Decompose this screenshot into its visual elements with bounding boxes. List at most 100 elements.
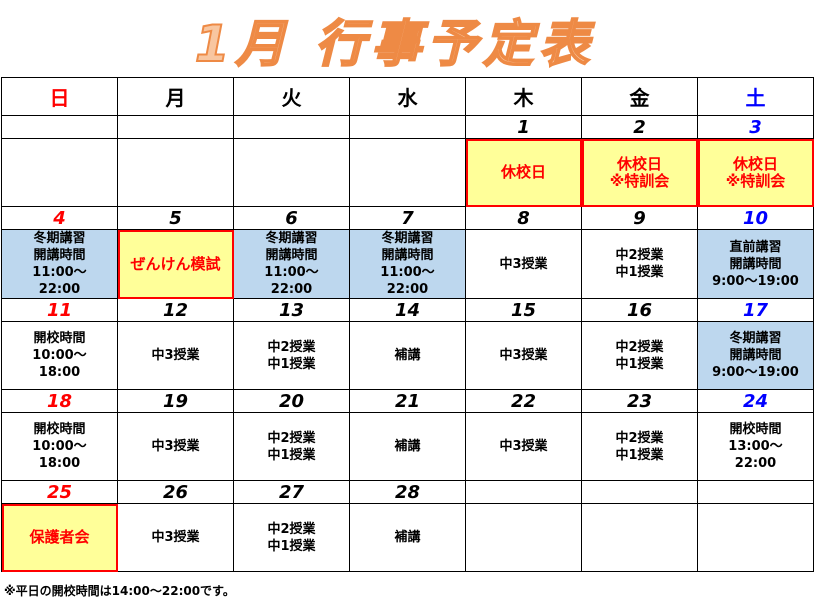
- event-text: 冬期講習 開講時間 11:00～ 22:00: [32, 231, 87, 297]
- date-number: 2: [581, 115, 698, 139]
- event-text: ぜんけん模試: [130, 254, 221, 273]
- date-number: 8: [465, 206, 582, 230]
- date-number: 4: [1, 206, 118, 230]
- date-number: 22: [465, 389, 582, 413]
- weekday-header: 土: [697, 77, 814, 116]
- weekday-header: 月: [117, 77, 234, 116]
- date-number: [117, 115, 234, 139]
- date-number: 5: [117, 206, 234, 230]
- date-number: 10: [697, 206, 814, 230]
- event-text: 開校時間 10:00～ 18:00: [32, 331, 87, 380]
- event-text: 中3授業: [151, 530, 200, 545]
- event-cell: 冬期講習 開講時間 11:00～ 22:00: [1, 229, 118, 299]
- event-text: 開校時間 13:00～ 22:00: [728, 422, 783, 471]
- event-cell: 中3授業: [117, 503, 234, 572]
- date-number: 17: [697, 298, 814, 322]
- date-number: 14: [349, 298, 466, 322]
- event-cell: [117, 138, 234, 207]
- event-text: 中2授業 中1授業: [615, 248, 664, 280]
- event-cell: [581, 503, 698, 572]
- date-number: 11: [1, 298, 118, 322]
- date-number: 23: [581, 389, 698, 413]
- event-cell: 保護者会: [1, 503, 118, 572]
- event-text: 休校日: [500, 163, 546, 181]
- date-number: 27: [233, 480, 350, 504]
- event-row: 開校時間 10:00～ 18:00 中3授業 中2授業 中1授業 補講 中3授業 中2授業…: [1, 412, 814, 481]
- date-number: 1: [465, 115, 582, 139]
- event-cell: 中2授業 中1授業: [233, 412, 350, 481]
- event-cell: [233, 138, 350, 207]
- event-cell: 中3授業: [465, 412, 582, 481]
- event-text: 中2授業 中1授業: [615, 430, 664, 463]
- event-cell: 休校日 ※特訓会: [581, 138, 698, 207]
- event-cell: 冬期講習 開講時間 11:00～ 22:00: [349, 229, 466, 299]
- event-text: 補講: [394, 530, 421, 545]
- event-cell: 冬期講習 開講時間 9:00～19:00: [697, 321, 814, 390]
- date-number: 24: [697, 389, 814, 413]
- date-number: 3: [697, 115, 814, 139]
- event-row: 保護者会 中3授業 中2授業 中1授業 補講: [1, 503, 814, 572]
- date-number: 25: [1, 480, 118, 504]
- event-cell: 開校時間 10:00～ 18:00: [1, 321, 118, 390]
- date-number: 28: [349, 480, 466, 504]
- date-number: 9: [581, 206, 698, 230]
- event-text: 中3授業: [499, 256, 548, 272]
- event-text: 中3授業: [151, 348, 200, 363]
- event-text: 中3授業: [499, 348, 548, 363]
- event-row: 開校時間 10:00～ 18:00 中3授業 中2授業 中1授業 補講 中3授業 中2授業…: [1, 321, 814, 390]
- date-number: 7: [349, 206, 466, 230]
- event-cell: 休校日 ※特訓会: [697, 138, 814, 207]
- date-number: 6: [233, 206, 350, 230]
- event-cell: 中3授業: [465, 229, 582, 299]
- weekday-header: 木: [465, 77, 582, 116]
- date-number: 13: [233, 298, 350, 322]
- date-number: 16: [581, 298, 698, 322]
- event-cell: 中3授業: [117, 412, 234, 481]
- event-row: 休校日 休校日 ※特訓会休校日 ※特訓会: [1, 138, 814, 207]
- event-text: 冬期講習 開講時間 11:00～ 22:00: [380, 231, 435, 297]
- weekday-header: 日: [1, 77, 118, 116]
- event-cell: [1, 138, 118, 207]
- event-cell: 開校時間 10:00～ 18:00: [1, 412, 118, 481]
- event-text: 補講: [394, 439, 421, 454]
- date-number: [349, 115, 466, 139]
- event-cell: ぜんけん模試: [117, 229, 234, 299]
- event-text: 補講: [394, 348, 421, 363]
- date-number: 15: [465, 298, 582, 322]
- event-cell: 中3授業: [465, 321, 582, 390]
- date-number: 26: [117, 480, 234, 504]
- event-text: 中2授業 中1授業: [615, 339, 664, 372]
- event-cell: [349, 138, 466, 207]
- event-cell: 直前講習 開講時間 9:00～19:00: [697, 229, 814, 299]
- event-cell: 中3授業: [117, 321, 234, 390]
- event-cell: 中2授業 中1授業: [233, 503, 350, 572]
- date-number: 21: [349, 389, 466, 413]
- event-cell: [697, 503, 814, 572]
- date-number: [233, 115, 350, 139]
- event-cell: 冬期講習 開講時間 11:00～ 22:00: [233, 229, 350, 299]
- event-text: 中2授業 中1授業: [267, 521, 316, 554]
- event-text: 中3授業: [499, 439, 548, 454]
- event-text: 休校日 ※特訓会: [725, 154, 786, 190]
- event-text: 中2授業 中1授業: [267, 430, 316, 463]
- date-number: 12: [117, 298, 234, 322]
- event-text: 保護者会: [29, 528, 90, 546]
- event-cell: 中2授業 中1授業: [581, 229, 698, 299]
- event-cell: 補講: [349, 321, 466, 390]
- event-text: 直前講習 開講時間 9:00～19:00: [712, 239, 799, 289]
- date-number: [1, 115, 118, 139]
- date-number: 18: [1, 389, 118, 413]
- event-text: 中3授業: [151, 439, 200, 454]
- weekday-header-row: 日月火水木金土: [1, 77, 814, 116]
- event-cell: 補講: [349, 412, 466, 481]
- weekday-header: 火: [233, 77, 350, 116]
- date-number: 20: [233, 389, 350, 413]
- event-text: 中2授業 中1授業: [267, 339, 316, 372]
- date-number: [697, 480, 814, 504]
- date-number: 19: [117, 389, 234, 413]
